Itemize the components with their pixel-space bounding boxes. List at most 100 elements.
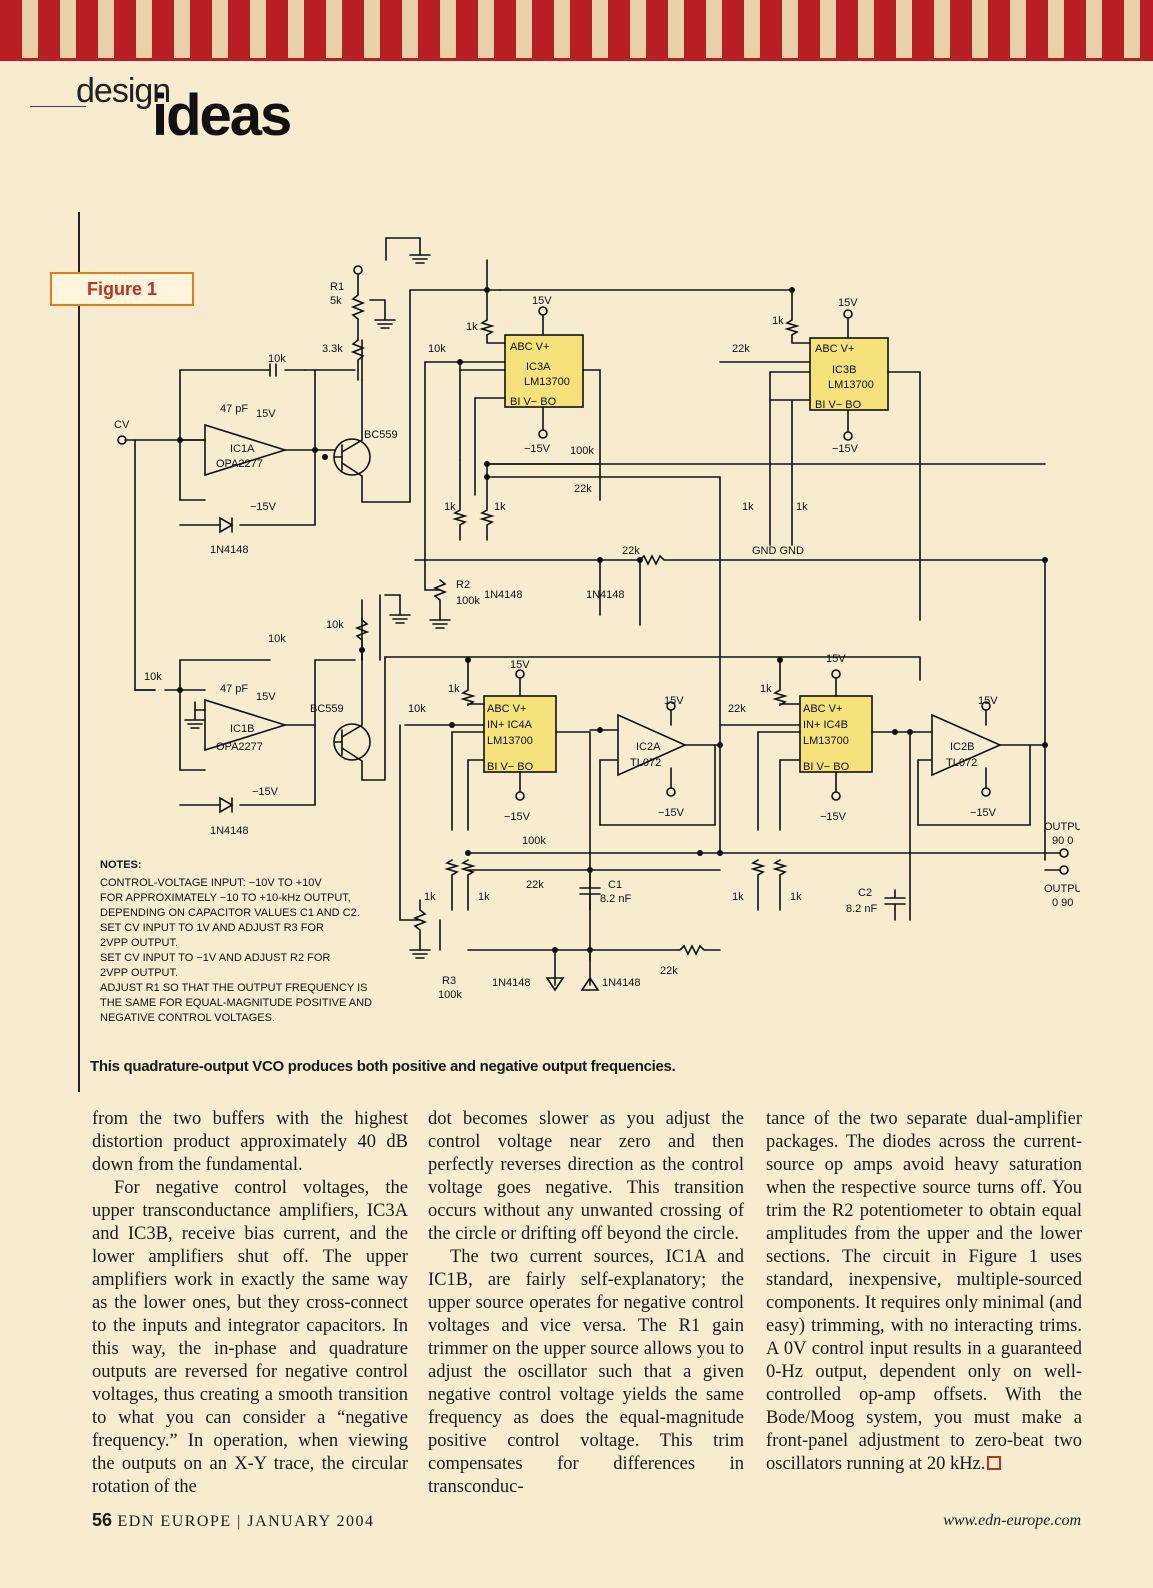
svg-text:IN+ IC4B: IN+ IC4B [803, 719, 848, 731]
text-column-1: from the two buffers with the highest di… [92, 1108, 408, 1499]
footer-folio: 56 EDN EUROPE | JANUARY 2004 [92, 1510, 375, 1531]
svg-text:2VPP OUTPUT.: 2VPP OUTPUT. [100, 937, 178, 949]
svg-text:2VPP OUTPUT.: 2VPP OUTPUT. [100, 967, 178, 979]
svg-text:NOTES:: NOTES: [100, 859, 142, 871]
svg-text:GND GND: GND GND [752, 545, 804, 557]
svg-text:LM13700: LM13700 [803, 735, 849, 747]
paragraph-text: tance of the two separate dual-amplifier… [766, 1109, 1082, 1474]
svg-text:90 0: 90 0 [1052, 835, 1073, 847]
paragraph: For negative control voltages, the upper… [92, 1178, 408, 1497]
svg-text:47 pF: 47 pF [220, 683, 248, 695]
svg-text:1k: 1k [760, 683, 772, 695]
r1-label: R1 [330, 281, 344, 293]
svg-text:22k: 22k [732, 343, 750, 355]
svg-text:OPA2277: OPA2277 [216, 741, 263, 753]
svg-text:1N4148: 1N4148 [210, 825, 249, 837]
svg-text:10k: 10k [144, 671, 162, 683]
svg-text:ADJUST R1 SO THAT THE OUTPUT F: ADJUST R1 SO THAT THE OUTPUT FREQUENCY I… [100, 982, 368, 994]
svg-text:BC559: BC559 [364, 429, 398, 441]
svg-text:BC559: BC559 [310, 703, 344, 715]
svg-text:100k: 100k [570, 445, 594, 457]
svg-text:ABC V+: ABC V+ [487, 703, 526, 715]
svg-text:R3: R3 [442, 975, 456, 987]
svg-text:IC3B: IC3B [832, 364, 856, 376]
svg-text:100k: 100k [456, 595, 480, 607]
svg-text:BI V− BO: BI V− BO [803, 761, 850, 773]
svg-text:IC1A: IC1A [230, 443, 255, 455]
page-number: 56 [92, 1510, 113, 1530]
text-column-3: tance of the two separate dual-amplifier… [766, 1108, 1082, 1476]
section-title-design: design [76, 72, 171, 110]
svg-text:1k: 1k [424, 891, 436, 903]
svg-text:1N4148: 1N4148 [484, 589, 523, 601]
svg-text:BI V− BO: BI V− BO [510, 396, 557, 408]
figure-label: Figure 1 [50, 272, 194, 306]
svg-text:IC3A: IC3A [526, 361, 551, 373]
figure-caption: This quadrature-output VCO produces both… [90, 1058, 676, 1075]
svg-text:−15V: −15V [504, 811, 531, 823]
svg-text:10k: 10k [408, 703, 426, 715]
svg-text:FOR APPROXIMATELY −10 TO +10-k: FOR APPROXIMATELY −10 TO +10-kHz OUTPUT, [100, 892, 351, 904]
svg-text:47 pF: 47 pF [220, 403, 248, 415]
svg-text:LM13700: LM13700 [828, 379, 874, 391]
svg-text:−15V: −15V [658, 807, 685, 819]
publication-line: EDN EUROPE | JANUARY 2004 [117, 1513, 375, 1530]
paragraph: dot becomes slower as you adjust the con… [428, 1109, 744, 1244]
svg-text:1N4148: 1N4148 [586, 589, 625, 601]
paragraph: tance of the two separate dual-amplifier… [766, 1108, 1082, 1476]
header-rule [30, 106, 86, 107]
text-column-2: dot becomes slower as you adjust the con… [428, 1108, 744, 1499]
svg-text:1k: 1k [494, 501, 506, 513]
svg-text:−15V: −15V [524, 443, 551, 455]
svg-text:1k: 1k [448, 683, 460, 695]
svg-text:1k: 1k [466, 321, 478, 333]
svg-text:−15V: −15V [820, 811, 847, 823]
svg-text:3.3k: 3.3k [322, 343, 343, 355]
svg-text:NEGATIVE CONTROL VOLTAGES.: NEGATIVE CONTROL VOLTAGES. [100, 1012, 275, 1024]
svg-text:15V: 15V [256, 408, 276, 420]
svg-text:8.2 nF: 8.2 nF [846, 903, 877, 915]
svg-text:1k: 1k [742, 501, 754, 513]
svg-text:15V: 15V [826, 653, 846, 665]
svg-text:ABC V+: ABC V+ [510, 341, 549, 353]
svg-text:1N4148: 1N4148 [602, 977, 641, 989]
svg-text:TL072: TL072 [630, 757, 661, 769]
svg-text:DEPENDING ON CAPACITOR VALUES: DEPENDING ON CAPACITOR VALUES C1 AND C2. [100, 907, 360, 919]
svg-text:OPA2277: OPA2277 [216, 458, 263, 470]
svg-text:BI V− BO: BI V− BO [815, 399, 862, 411]
svg-text:IN+ IC4A: IN+ IC4A [487, 719, 533, 731]
svg-text:1k: 1k [772, 315, 784, 327]
svg-text:TL072: TL072 [946, 757, 977, 769]
svg-text:8.2 nF: 8.2 nF [600, 893, 631, 905]
svg-text:22k: 22k [622, 545, 640, 557]
svg-text:OUTPUT: OUTPUT [1044, 883, 1080, 895]
svg-text:LM13700: LM13700 [524, 376, 570, 388]
svg-text:10k: 10k [268, 633, 286, 645]
paragraph: from the two buffers with the highest di… [92, 1109, 408, 1175]
footer-url: www.edn-europe.com [943, 1512, 1081, 1529]
svg-text:5k: 5k [330, 295, 342, 307]
svg-text:SET CV INPUT TO −1V AND ADJUST: SET CV INPUT TO −1V AND ADJUST R2 FOR [100, 952, 330, 964]
svg-text:SET CV INPUT TO 1V AND ADJUST: SET CV INPUT TO 1V AND ADJUST R3 FOR [100, 922, 324, 934]
svg-text:−15V: −15V [252, 786, 279, 798]
svg-text:THE SAME FOR EQUAL-MAGNITUDE P: THE SAME FOR EQUAL-MAGNITUDE POSITIVE AN… [100, 997, 372, 1009]
svg-text:IC2A: IC2A [636, 741, 661, 753]
svg-text:22k: 22k [574, 483, 592, 495]
svg-text:1k: 1k [796, 501, 808, 513]
svg-text:22k: 22k [728, 703, 746, 715]
svg-text:C2: C2 [858, 887, 872, 899]
svg-text:1k: 1k [444, 501, 456, 513]
svg-text:1N4148: 1N4148 [492, 977, 531, 989]
svg-text:1N4148: 1N4148 [210, 544, 249, 556]
svg-text:15V: 15V [256, 691, 276, 703]
svg-text:15V: 15V [978, 695, 998, 707]
svg-text:LM13700: LM13700 [487, 735, 533, 747]
svg-text:IC2B: IC2B [950, 741, 974, 753]
cv-label: CV [114, 419, 130, 431]
svg-text:OUTPUT: OUTPUT [1044, 821, 1080, 833]
svg-text:1k: 1k [732, 891, 744, 903]
svg-text:1k: 1k [790, 891, 802, 903]
svg-text:15V: 15V [664, 695, 684, 707]
svg-text:22k: 22k [526, 879, 544, 891]
vco-schematic: CV R1 5k 3.3k 10k 47 pF 15V IC1A OPA2277… [100, 237, 1080, 1024]
